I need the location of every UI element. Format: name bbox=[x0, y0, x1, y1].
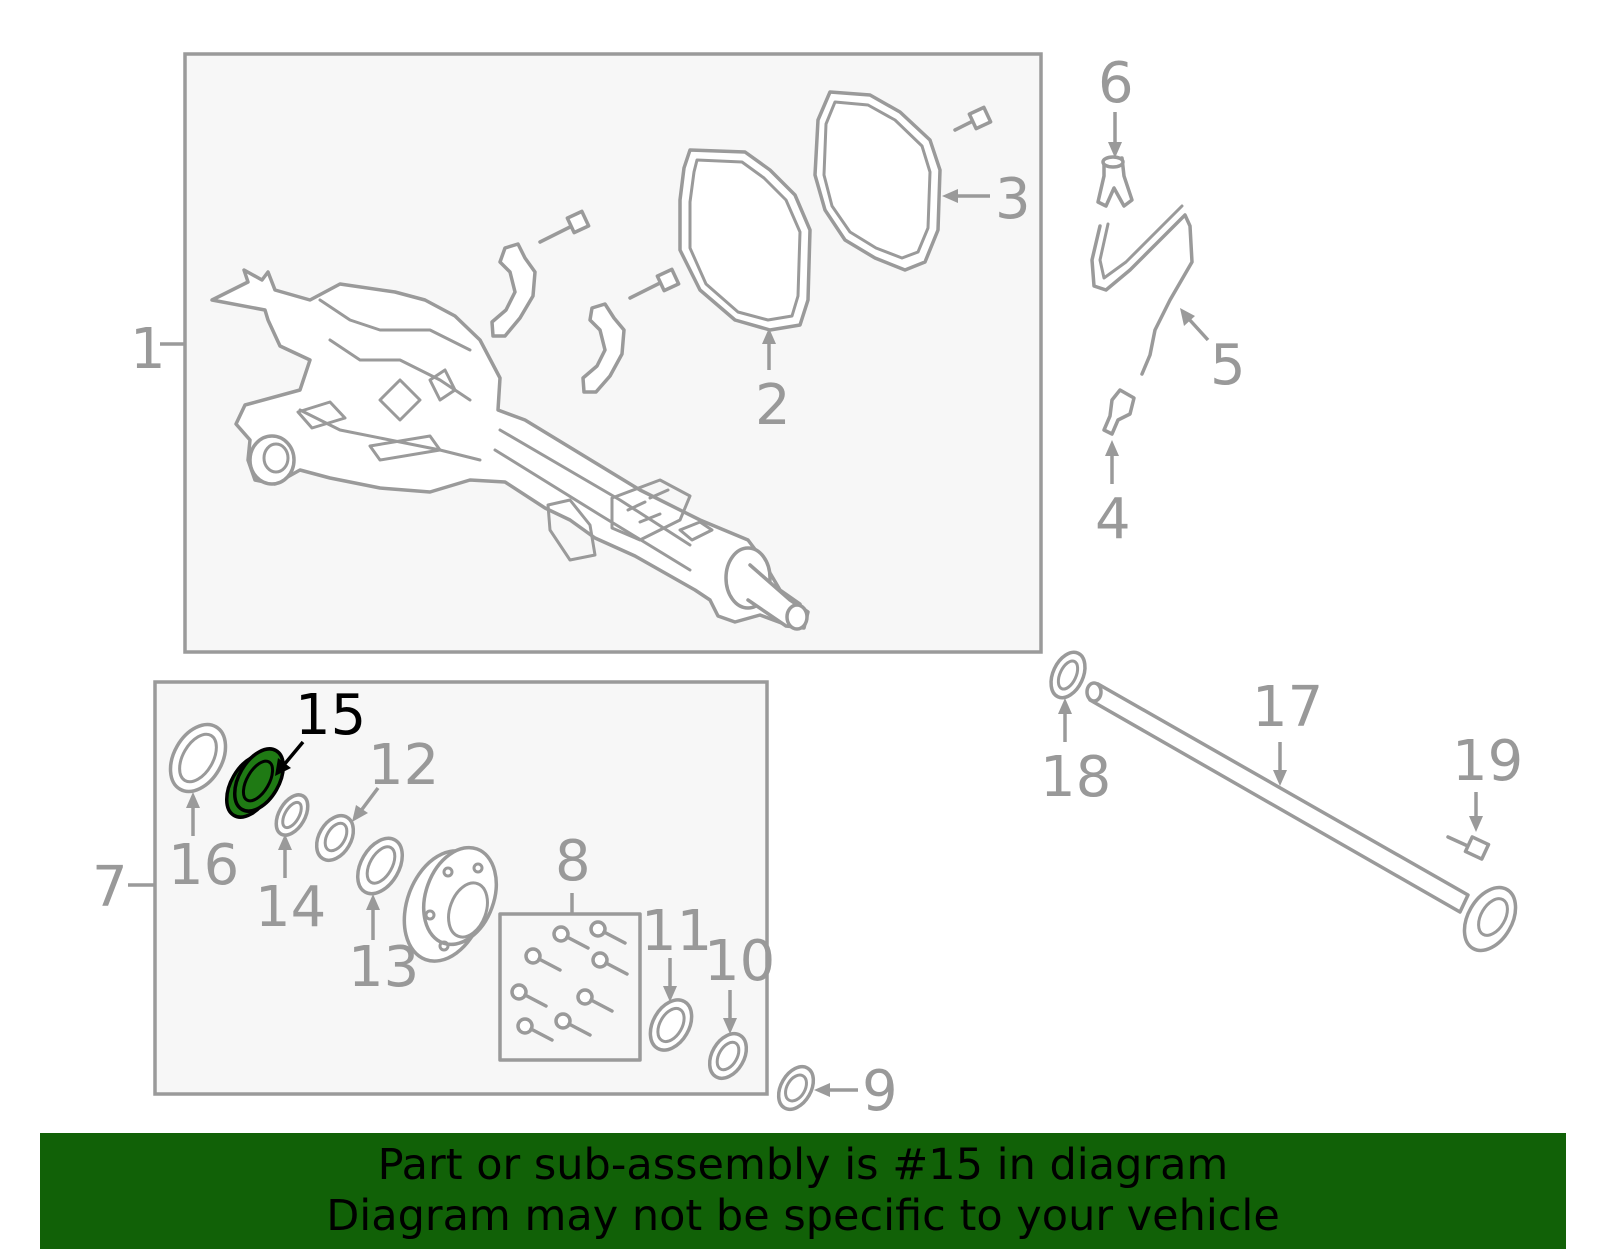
cap-bolt-lower[interactable] bbox=[628, 267, 681, 300]
bearing-12[interactable] bbox=[309, 809, 361, 867]
callout-19: 19 bbox=[1452, 729, 1523, 794]
axle-shaft-17[interactable] bbox=[1085, 681, 1526, 959]
vent-cap[interactable] bbox=[1096, 155, 1134, 208]
callout-8: 8 bbox=[555, 829, 591, 894]
callout-7: 7 bbox=[92, 855, 128, 920]
callout-18: 18 bbox=[1040, 745, 1111, 810]
callout-4: 4 bbox=[1095, 487, 1131, 552]
callout-5: 5 bbox=[1210, 333, 1246, 398]
callout-11: 11 bbox=[641, 899, 712, 964]
callout-10: 10 bbox=[704, 929, 775, 994]
gasket-18[interactable] bbox=[1044, 647, 1091, 703]
bearing-cap-left[interactable] bbox=[490, 242, 537, 338]
cover-gasket[interactable] bbox=[678, 148, 812, 332]
banner-line-disclaimer: Diagram may not be specific to your vehi… bbox=[326, 1191, 1280, 1241]
callout-3: 3 bbox=[995, 167, 1031, 232]
callout-15: 15 bbox=[295, 683, 366, 748]
vent-tube[interactable] bbox=[1090, 204, 1194, 376]
leader-lines bbox=[128, 112, 1483, 1097]
wheel-studs[interactable] bbox=[510, 920, 629, 1042]
differential-cover[interactable] bbox=[813, 90, 942, 272]
ring-14[interactable] bbox=[270, 789, 315, 840]
callout-2: 2 bbox=[755, 373, 791, 438]
callout-17: 17 bbox=[1252, 675, 1323, 740]
callout-1: 1 bbox=[130, 317, 166, 382]
callout-16: 16 bbox=[168, 833, 239, 898]
seal-9[interactable] bbox=[772, 1061, 821, 1116]
callout-numbers: 1 2 3 4 5 6 7 8 9 10 11 12 13 14 15 16 1… bbox=[92, 51, 1523, 1124]
seal-11[interactable] bbox=[642, 993, 700, 1058]
seal-15-highlighted[interactable] bbox=[217, 741, 294, 826]
bearing-10[interactable] bbox=[702, 1027, 754, 1085]
callout-9: 9 bbox=[862, 1059, 898, 1124]
vent-fitting[interactable] bbox=[1102, 388, 1136, 436]
wheel-hub[interactable] bbox=[390, 837, 509, 972]
seal-16[interactable] bbox=[159, 715, 237, 801]
callout-13: 13 bbox=[348, 935, 419, 1000]
bearing-cap-right[interactable] bbox=[581, 302, 626, 394]
cover-bolt[interactable] bbox=[953, 105, 993, 132]
race-13[interactable] bbox=[349, 831, 412, 902]
info-banner: Part or sub-assembly is #15 in diagram D… bbox=[40, 1133, 1566, 1249]
callout-12: 12 bbox=[368, 733, 439, 798]
cap-bolt-upper[interactable] bbox=[538, 209, 591, 244]
axle-housing[interactable] bbox=[210, 268, 810, 631]
banner-line-part: Part or sub-assembly is #15 in diagram bbox=[377, 1140, 1229, 1190]
axle-bolt-19[interactable] bbox=[1446, 835, 1491, 861]
callout-6: 6 bbox=[1098, 51, 1134, 116]
callout-14: 14 bbox=[255, 875, 326, 940]
